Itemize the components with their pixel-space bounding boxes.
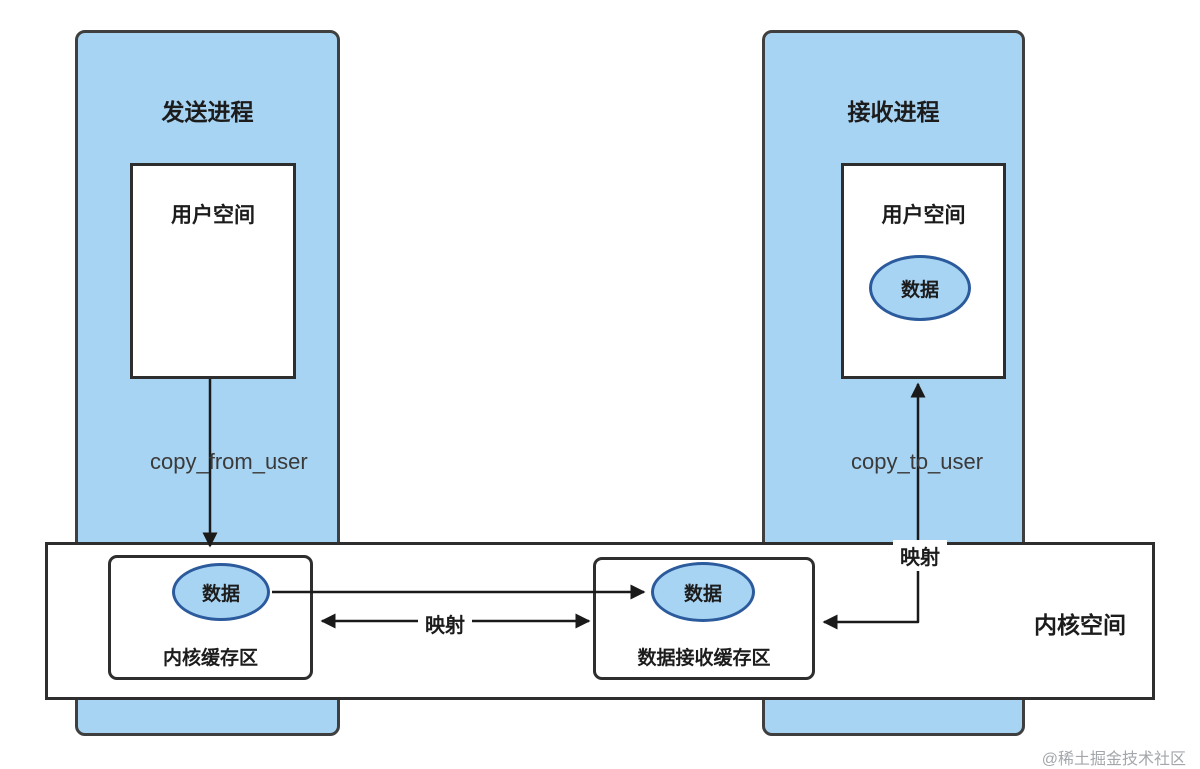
kernel-buffer-data-ellipse: 数据: [172, 563, 270, 621]
copy-from-user-label: copy_from_user: [150, 449, 308, 474]
kernel-buffer-label: 内核缓存区: [162, 648, 258, 669]
receive-buffer-data-label: 数据: [683, 583, 722, 605]
receive-buffer-data-ellipse: 数据: [651, 562, 755, 622]
receive-buffer-label: 数据接收缓存区: [637, 648, 771, 669]
receiver-user-space-data-label: 数据: [900, 279, 939, 301]
kernel-space-title: 内核空间: [1034, 612, 1126, 638]
receiver-user-space-data-ellipse: 数据: [869, 255, 971, 321]
sender-user-space-box: 用户空间: [130, 163, 296, 379]
mapping-right-label: 映射: [893, 540, 947, 571]
kernel-buffer-data-label: 数据: [201, 583, 240, 605]
watermark: @稀土掘金技术社区: [1041, 751, 1186, 768]
receiver-user-space-title: 用户空间: [881, 204, 966, 227]
receiver-process-title: 接收进程: [847, 99, 940, 125]
sender-process-box: 发送进程 用户空间: [75, 30, 340, 736]
sender-process-title: 发送进程: [161, 99, 254, 125]
sender-user-space-title: 用户空间: [171, 204, 255, 227]
copy-to-user-label: copy_to_user: [851, 449, 984, 474]
mapping-center-label: 映射: [418, 608, 472, 639]
